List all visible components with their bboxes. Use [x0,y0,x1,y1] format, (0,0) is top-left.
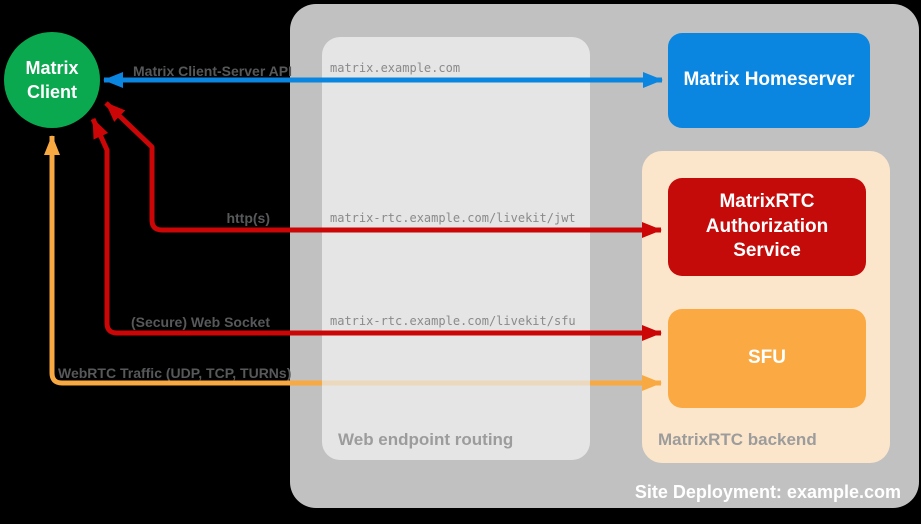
web-endpoint-routing-label: Web endpoint routing [338,430,514,449]
web-endpoint-routing-box [322,37,590,460]
matrix-client-label-line2: Client [26,82,77,102]
matrixrtc-authorization-service-label: MatrixRTC Authorization Service [705,190,829,262]
matrix-client-label-line1: Matrix [25,57,79,78]
endpoint-livekit-sfu: matrix-rtc.example.com/livekit/sfu [330,314,576,328]
sfu-label: SFU [748,347,786,369]
endpoint-livekit-jwt: matrix-rtc.example.com/livekit/jwt [330,211,576,225]
https-arrow-label: http(s) [226,210,270,226]
client-server-api-arrow-label: Matrix Client-Server API [133,63,292,79]
site-deployment-title: Site Deployment: example.com [634,482,901,502]
matrix-homeserver-node: Matrix Homeserver [668,33,870,128]
endpoint-matrix-example-com: matrix.example.com [330,61,461,75]
websocket-arrow-label: (Secure) Web Socket [130,314,270,330]
webrtc-traffic-arrow-label: WebRTC Traffic (UDP, TCP, TURNs) [58,365,292,381]
sfu-node: SFU [668,309,866,408]
matrixrtc-authorization-service-node: MatrixRTC Authorization Service [668,178,866,276]
matrix-homeserver-label: Matrix Homeserver [683,69,855,91]
matrix-client-node: Matrix Client [4,32,100,128]
arrow-webrtc-traffic [44,135,322,386]
matrixrtc-backend-label: MatrixRTC backend [658,430,817,449]
